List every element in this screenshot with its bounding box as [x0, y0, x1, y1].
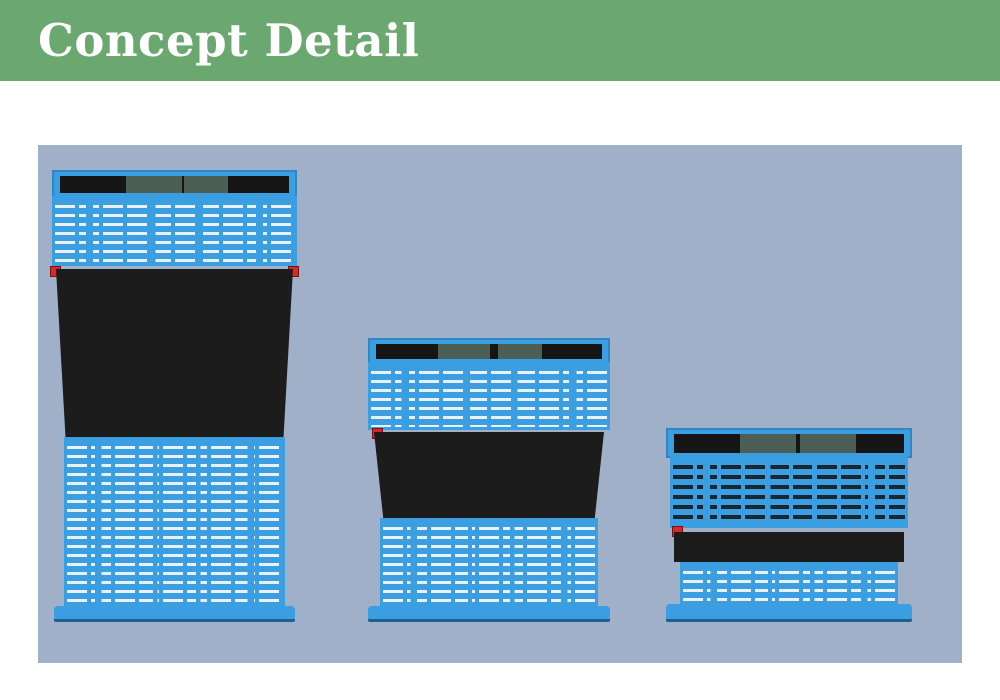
crate-base — [666, 604, 912, 622]
crate-fully-extended — [50, 170, 299, 622]
header-bar: Concept Detail — [0, 0, 1000, 81]
folding-black-panel — [674, 532, 904, 562]
lower-slotted-wall — [680, 562, 898, 608]
page-title: Concept Detail — [38, 14, 420, 67]
concept-render-panel — [38, 145, 962, 663]
crate-half-extended — [368, 338, 610, 622]
lower-slotted-wall — [64, 437, 285, 609]
crate-top-rim — [368, 338, 610, 364]
crate-top-rim — [666, 428, 912, 458]
crate-base — [368, 606, 610, 622]
upper-slotted-wall — [670, 456, 908, 528]
crate-base — [54, 606, 295, 622]
folding-black-panel — [56, 269, 293, 437]
crate-top-rim — [52, 170, 297, 198]
crate-collapsed — [666, 428, 912, 622]
folding-black-panel — [374, 432, 604, 518]
upper-slotted-wall — [368, 362, 610, 430]
upper-slotted-wall — [52, 196, 297, 266]
lower-slotted-wall — [380, 518, 598, 610]
